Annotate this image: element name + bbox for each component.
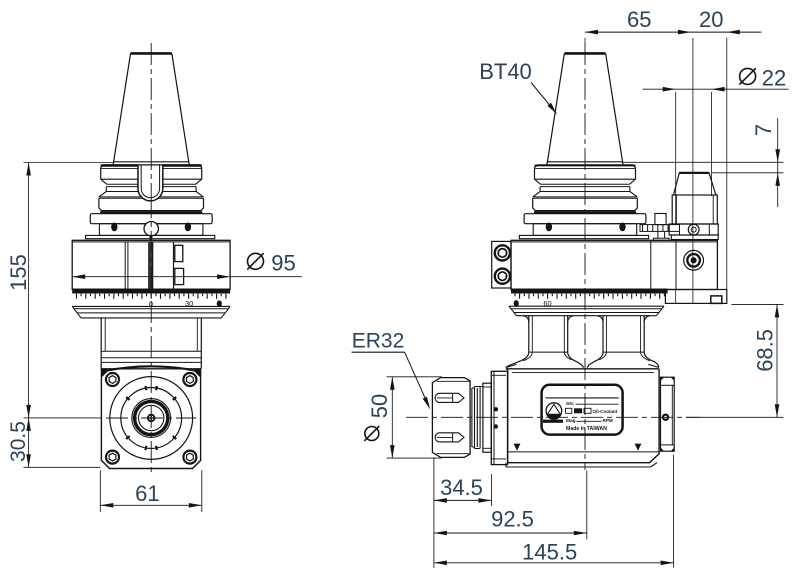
svg-text:22: 22 [762,66,786,91]
svg-text:95: 95 [271,251,295,276]
svg-text:ER32: ER32 [352,330,405,353]
svg-text:30: 30 [185,299,193,308]
svg-text:68.5: 68.5 [753,329,778,372]
svg-text:50: 50 [367,394,392,418]
svg-text:RPM: RPM [603,418,613,423]
svg-text:155: 155 [6,254,31,291]
svg-text:30.5: 30.5 [7,421,30,462]
svg-text:Mag: Mag [566,418,576,424]
svg-text:Made in TAIWAN: Made in TAIWAN [566,426,607,432]
svg-text:SN:: SN: [566,401,575,407]
svg-text:65: 65 [627,7,651,32]
svg-text:7: 7 [751,124,776,136]
svg-text:61: 61 [135,481,159,506]
svg-text:145.5: 145.5 [522,540,577,565]
svg-text:60: 60 [543,299,551,308]
svg-text:Oil-Coolant: Oil-Coolant [593,409,618,414]
svg-text:34.5: 34.5 [440,475,483,500]
svg-text:20: 20 [699,7,723,32]
svg-text:BT40: BT40 [479,59,532,84]
svg-text:92.5: 92.5 [491,507,534,532]
